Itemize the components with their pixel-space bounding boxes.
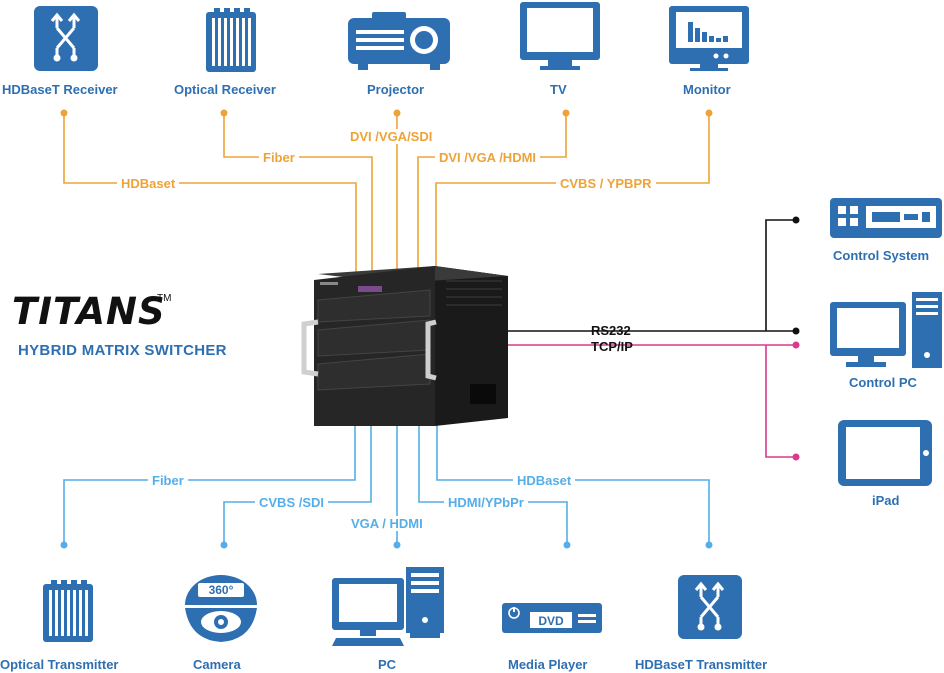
line-monitor bbox=[435, 113, 710, 272]
hdbaset-transmitter-icon bbox=[678, 575, 742, 639]
trademark-mark: TM bbox=[157, 293, 172, 304]
dot-control-system bbox=[792, 216, 800, 224]
label-monitor: Monitor bbox=[683, 82, 731, 97]
link-label-pc-signal: VGA / HDMI bbox=[347, 516, 427, 531]
link-label-fiber-out: Fiber bbox=[259, 150, 299, 165]
dot-hdbaset-receiver bbox=[60, 109, 68, 117]
label-pc: PC bbox=[378, 657, 397, 672]
line-control-system bbox=[765, 219, 796, 331]
dot-media-player bbox=[563, 541, 571, 549]
link-label-hdbaset-in: HDBaset bbox=[513, 473, 576, 488]
dot-monitor bbox=[705, 109, 713, 117]
label-media-player: Media Player bbox=[508, 657, 588, 672]
link-label-rs232: RS232 bbox=[591, 323, 631, 338]
label-control-pc: Control PC bbox=[849, 375, 917, 390]
label-ipad: iPad bbox=[872, 493, 900, 508]
line-hdbaset-receiver bbox=[63, 113, 357, 272]
hdbaset-receiver-icon bbox=[34, 6, 98, 71]
link-label-media-signal: HDMI/YPbPr bbox=[444, 495, 528, 510]
dot-optical-receiver bbox=[220, 109, 228, 117]
output-dots bbox=[60, 109, 713, 117]
front-logo-plate bbox=[320, 282, 338, 285]
label-hdbaset-receiver: HDBaseT Receiver bbox=[2, 82, 118, 97]
right-handle bbox=[425, 319, 437, 381]
link-label-tv-signal: DVI /VGA /HDMI bbox=[435, 150, 541, 165]
control-system-icon bbox=[830, 198, 942, 238]
matrix-switcher-chassis bbox=[301, 266, 508, 426]
product-subtitle: HYBRID MATRIX SWITCHER bbox=[18, 342, 227, 359]
label-optical-transmitter: Optical Transmitter bbox=[0, 657, 119, 672]
label-hdbaset-transmitter: HDBaseT Transmitter bbox=[635, 657, 768, 672]
ipad-icon bbox=[838, 420, 932, 486]
label-optical-receiver: Optical Receiver bbox=[174, 82, 276, 97]
front-display bbox=[358, 286, 382, 292]
pc-icon bbox=[332, 567, 444, 646]
dot-camera bbox=[220, 541, 228, 549]
link-label-monitor-signal: CVBS / YPBPR bbox=[556, 176, 656, 191]
dot-ipad bbox=[792, 453, 800, 461]
brand-logo: TITANS bbox=[12, 290, 166, 333]
dot-optical-transmitter bbox=[60, 541, 68, 549]
dot-hdbaset-transmitter bbox=[705, 541, 713, 549]
dot-pc bbox=[393, 541, 401, 549]
media-player-icon: DVD bbox=[502, 603, 602, 633]
dot-control-pc-rs232 bbox=[792, 327, 800, 335]
dvd-text: DVD bbox=[538, 614, 564, 628]
label-camera: Camera bbox=[193, 657, 241, 672]
line-ipad bbox=[765, 345, 796, 458]
label-tv: TV bbox=[550, 82, 567, 97]
input-dots bbox=[60, 541, 713, 549]
link-label-camera-signal: CVBS /SDI bbox=[255, 495, 329, 510]
side-vents bbox=[446, 280, 502, 306]
link-label-tcpip: TCP/IP bbox=[591, 339, 633, 354]
dot-tv bbox=[562, 109, 570, 117]
link-label-fiber-in: Fiber bbox=[148, 473, 188, 488]
monitor-icon bbox=[669, 6, 749, 71]
rear-port bbox=[470, 384, 496, 404]
line-tv bbox=[417, 113, 567, 272]
camera-icon: 360° bbox=[185, 575, 257, 642]
optical-transmitter-icon bbox=[43, 580, 93, 642]
projector-icon bbox=[348, 12, 450, 70]
control-pc-icon bbox=[830, 292, 942, 368]
link-label-hdbaset-out: HDBaset bbox=[117, 176, 180, 191]
label-projector: Projector bbox=[367, 82, 425, 97]
tv-icon bbox=[520, 2, 600, 70]
dot-projector bbox=[393, 109, 401, 117]
control-connections bbox=[508, 219, 796, 458]
camera-360-text: 360° bbox=[209, 583, 234, 597]
label-control-system: Control System bbox=[833, 248, 930, 263]
link-label-projector-signal: DVI /VGA/SDI bbox=[346, 129, 437, 144]
left-handle bbox=[301, 319, 319, 377]
optical-receiver-icon bbox=[206, 8, 256, 72]
dot-control-pc-tcpip bbox=[792, 341, 800, 349]
line-optical-transmitter bbox=[63, 410, 356, 545]
